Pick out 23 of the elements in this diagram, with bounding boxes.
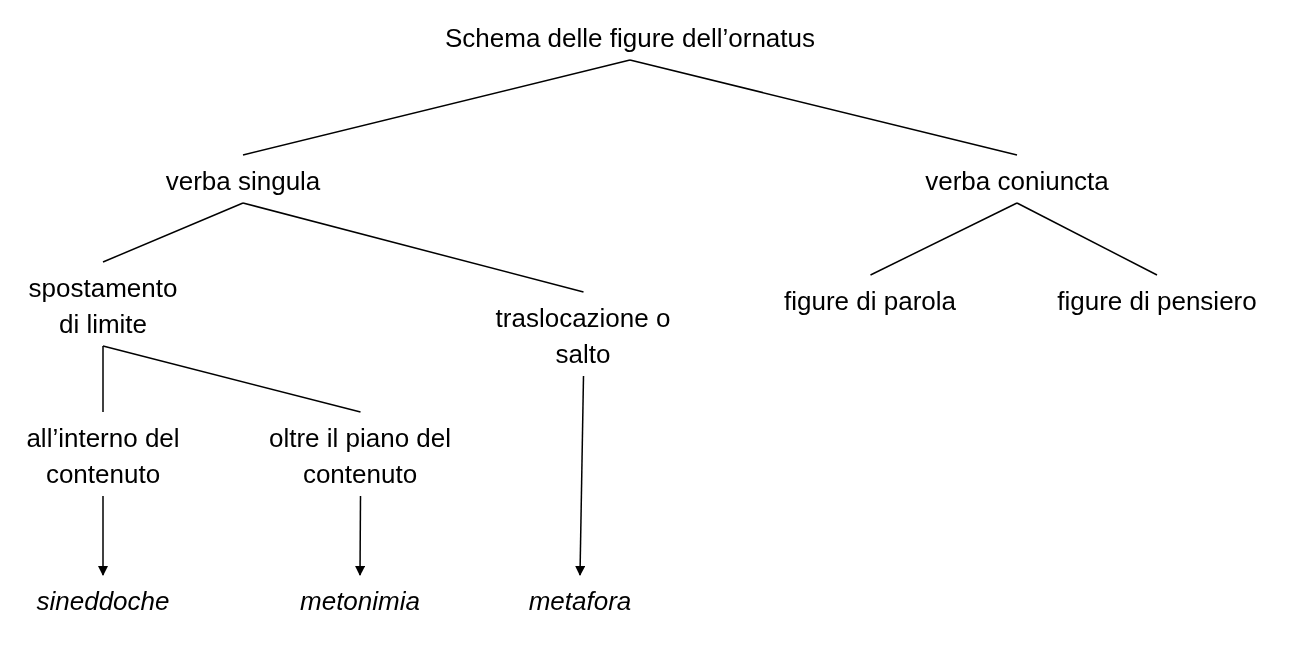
tree-line <box>102 345 362 413</box>
arrow <box>98 495 108 576</box>
tree-node-label: verba coniuncta <box>902 163 1132 199</box>
tree-line <box>102 202 244 263</box>
tree-node-label: Schema delle figure dell’ornatus <box>420 20 840 56</box>
tree-node-label: figure di pensiero <box>1032 283 1282 319</box>
tree-node-label: spostamento di limite <box>18 270 188 342</box>
tree-node-label: verba singula <box>133 163 353 199</box>
term-label: metonimia <box>270 583 450 619</box>
tree-line <box>629 59 1018 156</box>
term-label: sineddoche <box>13 583 193 619</box>
tree-node-label: figure di parola <box>757 283 983 319</box>
tree-line <box>102 345 104 413</box>
arrow <box>575 375 586 576</box>
tree-node-label: oltre il piano del contenuto <box>262 420 458 492</box>
tree-node-label: all’interno del contenuto <box>3 420 203 492</box>
tree-line <box>1016 202 1158 276</box>
tree-line <box>242 59 631 156</box>
term-label: metafora <box>490 583 670 619</box>
tree-line <box>869 202 1018 276</box>
tree-line <box>242 202 585 293</box>
tree-node-label: traslocazione o salto <box>490 300 676 372</box>
arrow <box>355 495 366 576</box>
